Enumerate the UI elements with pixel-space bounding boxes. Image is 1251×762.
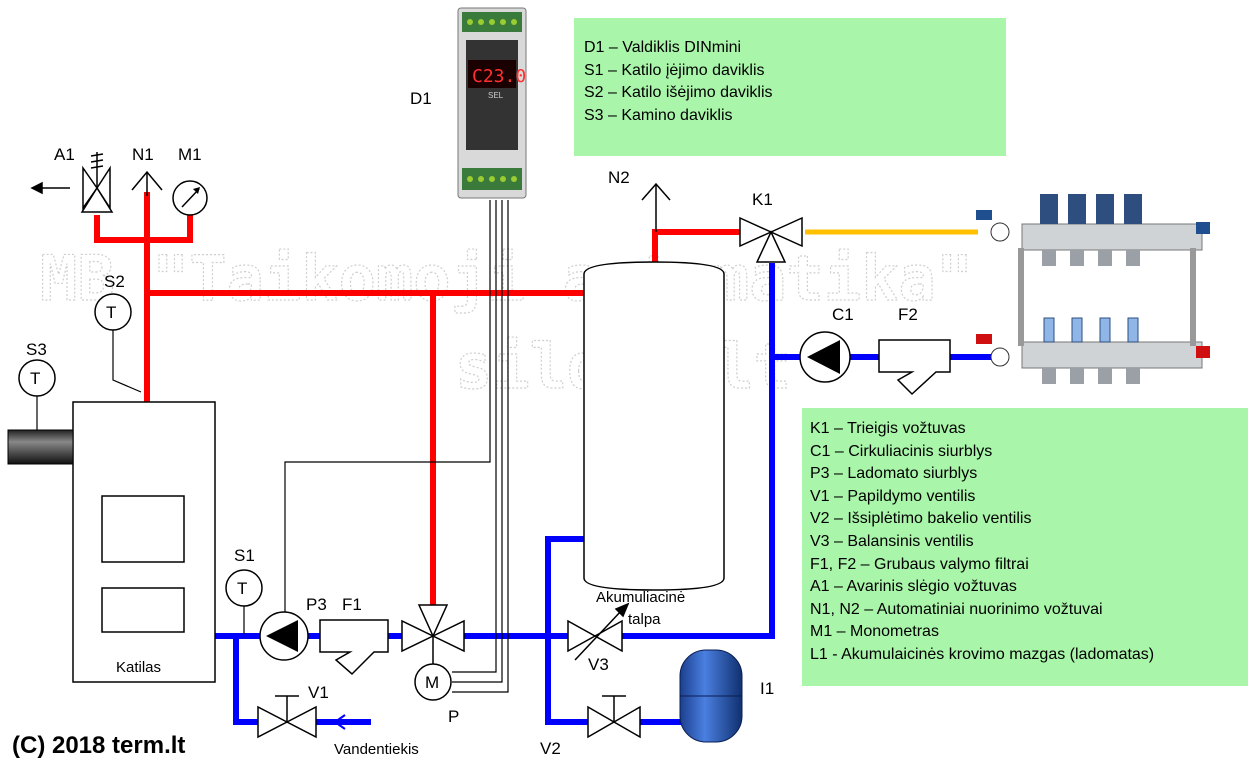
legend-item: S3 – Kamino daviklis <box>584 106 733 124</box>
legend-components: K1 – Trieigis vožtuvas C1 – Cirkuliacini… <box>802 408 1248 686</box>
legend-item: L1 - Akumulaicinės krovimo mazgas (ladom… <box>810 645 1155 663</box>
chimney <box>7 429 74 465</box>
fill-valve-v1-label: V1 <box>308 683 329 702</box>
control-wires <box>36 200 509 693</box>
boiler: Katilas <box>72 401 216 683</box>
tank-label-1: Akumuliacinė <box>596 589 685 606</box>
balancing-valve-v3: V3 <box>567 602 630 674</box>
sensor-s2: T S2 <box>94 272 132 331</box>
controller-label: D1 <box>410 89 432 108</box>
water-supply-label: Vandentiekis <box>334 741 419 758</box>
legend-item: C1 – Cirkuliacinis siurblys <box>810 442 993 460</box>
controller-d1: C23.0 SEL D1 <box>410 7 527 199</box>
filter-f1-label: F1 <box>342 595 362 614</box>
air-vent-n1-label: N1 <box>132 145 154 164</box>
pump-p3-label: P3 <box>306 595 327 614</box>
ladomat-label: P <box>448 707 459 726</box>
expansion-vessel-i1: I1 <box>679 649 774 743</box>
safety-valve-label: A1 <box>54 145 75 164</box>
manometer-m1-label: M1 <box>178 145 202 164</box>
legend-item: D1 – Valdiklis DINmini <box>584 39 742 56</box>
sensor-s1-label: S1 <box>234 546 255 565</box>
filter-f2: F2 <box>878 305 951 396</box>
air-vent-n2-label: N2 <box>608 168 630 187</box>
sensor-s3-label: S3 <box>26 340 47 359</box>
water-inlet-arrow <box>333 714 346 730</box>
legend-item: P3 – Ladomato siurblys <box>810 465 978 483</box>
sensor-s1-symbol: T <box>237 579 247 598</box>
expansion-valve-v2: V2 <box>540 695 641 758</box>
safety-valve-a1: A1 <box>30 145 114 213</box>
legend-item: K1 – Trieigis vožtuvas <box>810 420 966 437</box>
controller-display: C23.0 <box>472 66 526 87</box>
balancing-valve-v3-label: V3 <box>588 655 609 674</box>
legend-controller: D1 – Valdiklis DINmini S1 – Katilo įėjim… <box>574 18 1006 156</box>
accumulation-tank: Akumuliacinė talpa <box>583 261 725 628</box>
floor-heating-manifold <box>976 194 1210 384</box>
boiler-label: Katilas <box>116 659 161 676</box>
hot-pipes <box>94 192 741 606</box>
legend-item: S2 – Katilo išėjimo daviklis <box>584 84 773 102</box>
pump-c1: C1 <box>799 305 854 383</box>
copyright: (C) 2018 term.lt <box>12 732 186 759</box>
sensor-s3-symbol: T <box>30 369 40 388</box>
legend-item: V1 – Papildymo ventilis <box>810 487 976 505</box>
legend-item: A1 – Avarinis slėgio vožtuvas <box>810 578 1017 596</box>
legend-item: V3 – Balansinis ventilis <box>810 532 974 550</box>
legend-item: V2 – Išsiplėtimo bakelio ventilis <box>810 510 1032 528</box>
pump-p3: P3 <box>259 595 327 661</box>
legend-item: S1 – Katilo įėjimo daviklis <box>584 61 765 79</box>
filter-f1: F1 <box>319 595 389 676</box>
legend-item: N1, N2 – Automatiniai nuorinimo vožtuvai <box>810 600 1103 618</box>
fill-valve-v1: V1 Vandentiekis <box>257 683 419 758</box>
pump-c1-label: C1 <box>832 305 854 324</box>
expansion-valve-v2-label: V2 <box>540 739 561 758</box>
legend-item: M1 – Monometras <box>810 623 939 641</box>
ladomat-motor-symbol: M <box>425 673 439 692</box>
controller-brand: SEL <box>488 91 504 100</box>
cold-pipes <box>212 263 993 725</box>
watermark-line1: MB "Taikomoji automatika" <box>40 242 973 315</box>
sensor-s3: T S3 <box>18 340 56 397</box>
three-way-valve-k1-label: K1 <box>752 190 773 209</box>
filter-f2-label: F2 <box>898 305 918 324</box>
sensor-s2-label: S2 <box>104 272 125 291</box>
air-vent-n1: N1 <box>131 145 163 196</box>
legend-item: F1, F2 – Grubaus valymo filtrai <box>810 555 1029 573</box>
three-way-valve-k1: K1 <box>739 190 803 263</box>
expansion-vessel-label: I1 <box>760 679 774 698</box>
tank-label-2: talpa <box>628 611 661 628</box>
ladomat-valve: M P <box>401 604 465 726</box>
sensor-s1: T S1 <box>225 546 263 607</box>
air-vent-n2: N2 <box>608 168 671 232</box>
sensor-s2-symbol: T <box>106 303 116 322</box>
manometer-m1: M1 <box>172 145 208 216</box>
